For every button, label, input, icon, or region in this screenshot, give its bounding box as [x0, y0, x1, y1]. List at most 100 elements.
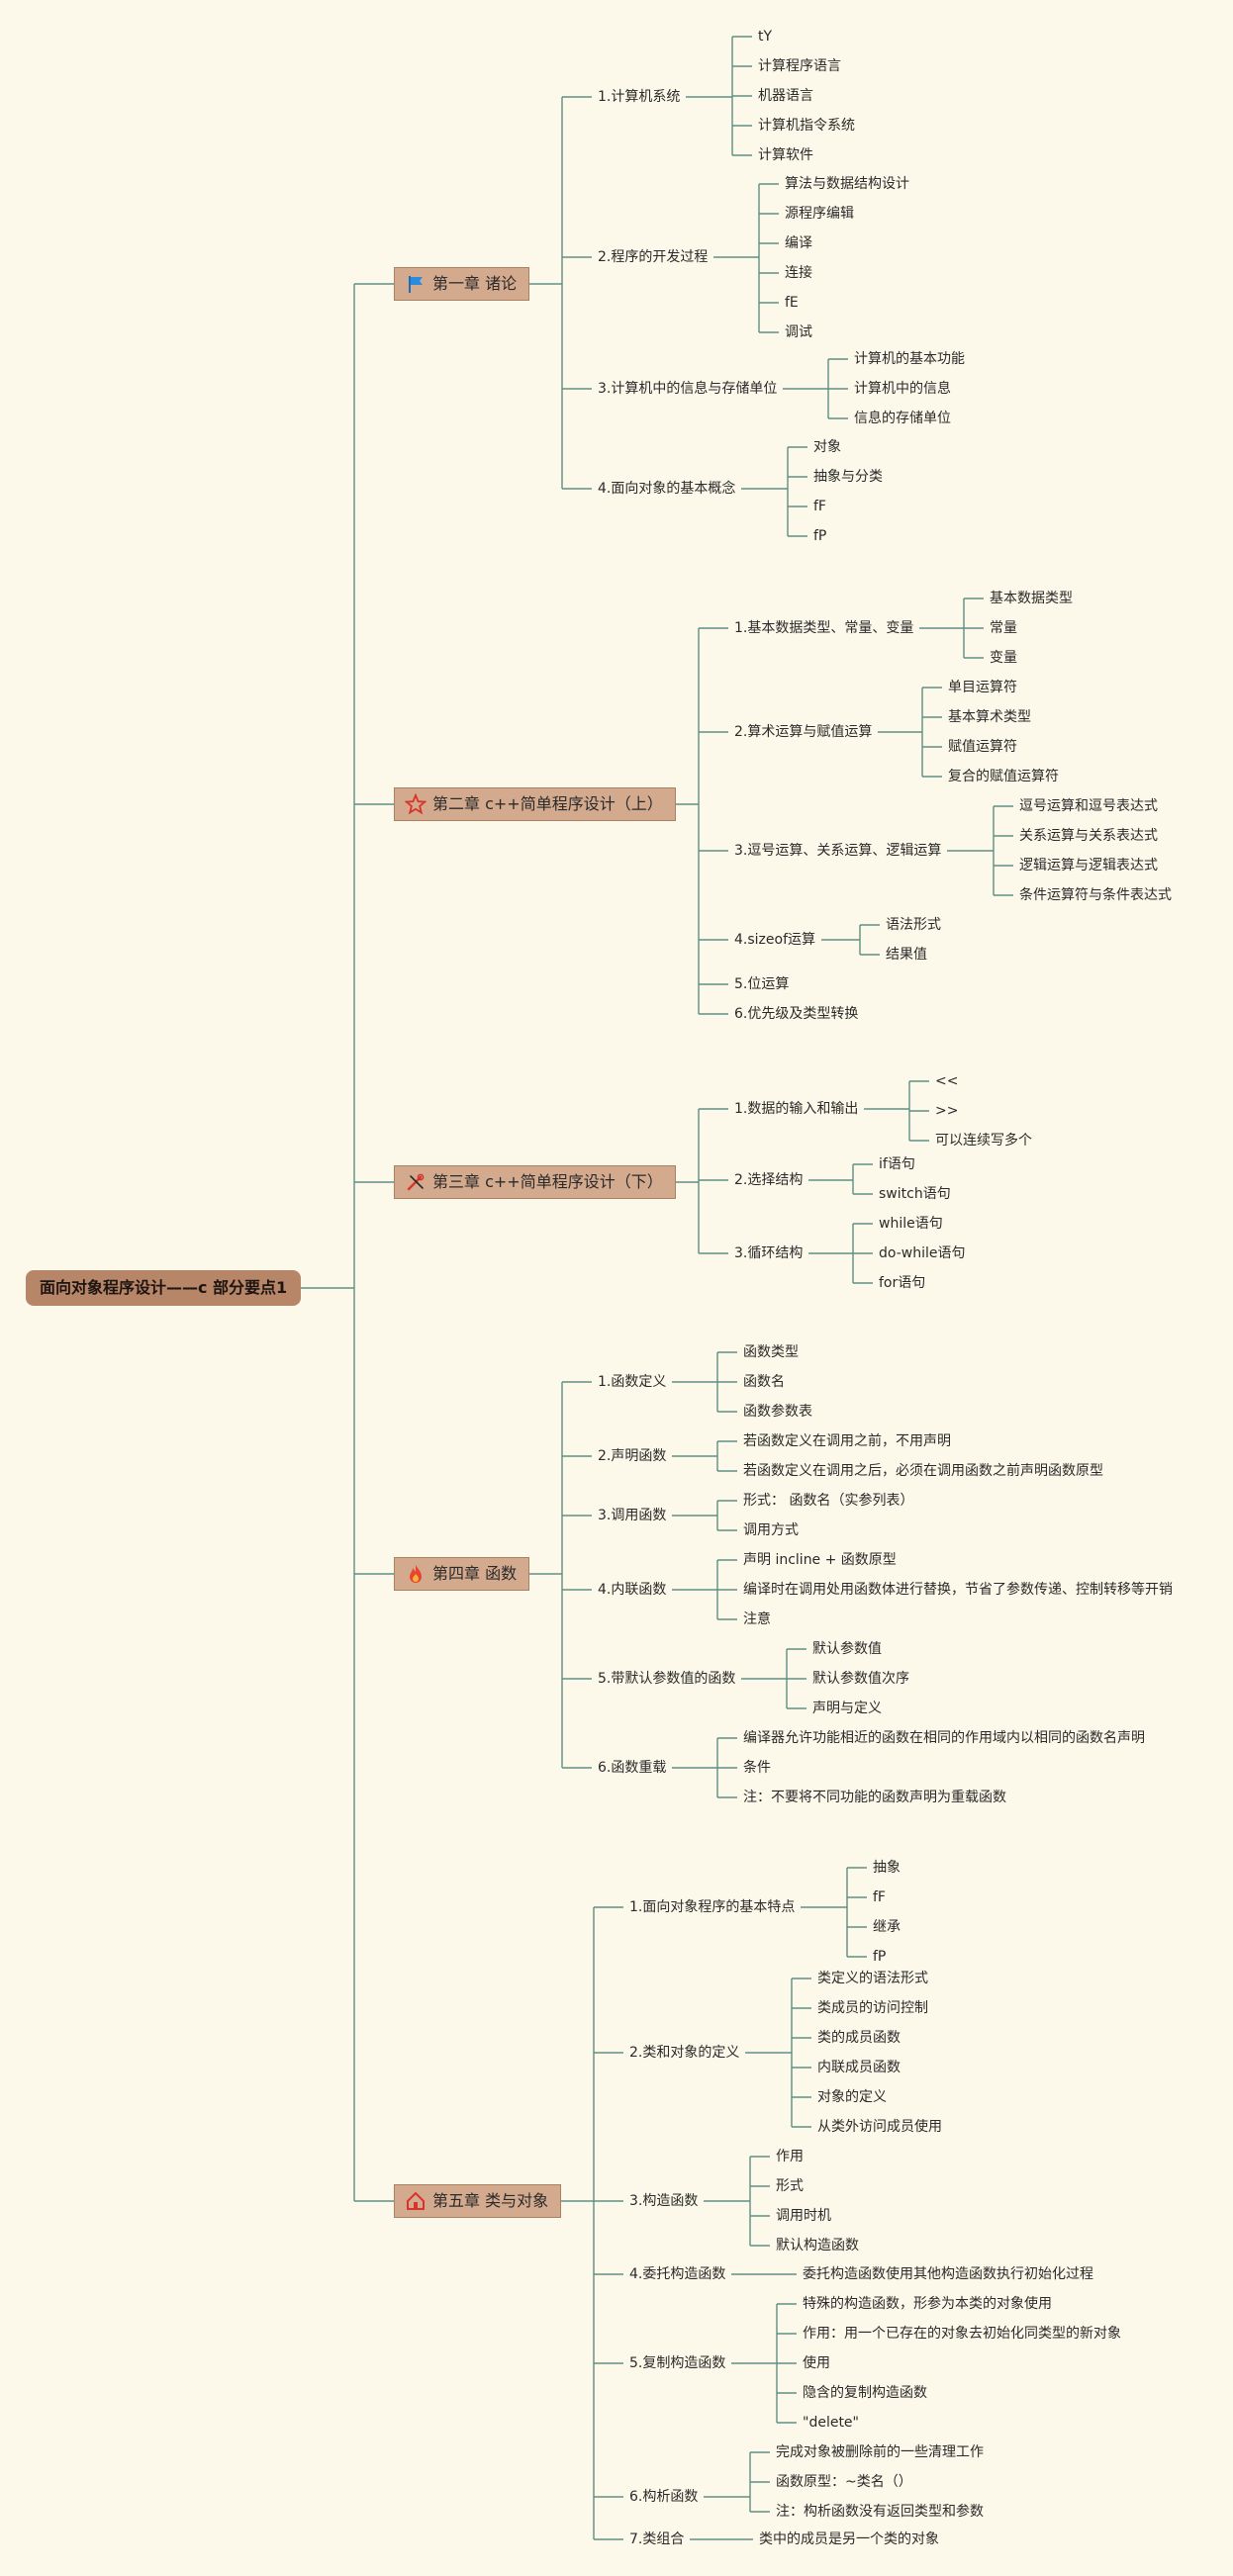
leaf-item: 赋值运算符	[948, 739, 1017, 755]
leaf-item: 作用	[776, 2149, 804, 2164]
branch-item[interactable]: 1.数据的输入和输出	[734, 1101, 859, 1117]
leaf-item: 默认参数值次序	[812, 1671, 909, 1687]
leaf-item: if语句	[879, 1156, 915, 1172]
leaf-item: 条件运算符与条件表达式	[1019, 887, 1172, 903]
leaf-item: "delete"	[803, 2415, 859, 2431]
branch-item[interactable]: 1.函数定义	[598, 1374, 667, 1390]
branch-item[interactable]: 2.声明函数	[598, 1448, 667, 1464]
leaf-item: 可以连续写多个	[935, 1133, 1032, 1149]
branch-item[interactable]: 7.类组合	[629, 2531, 685, 2547]
branch-item[interactable]: 1.基本数据类型、常量、变量	[734, 620, 914, 636]
leaf-item: 默认构造函数	[776, 2238, 859, 2254]
leaf-item: 源程序编辑	[785, 206, 854, 222]
leaf-item: 函数原型：~类名（）	[776, 2474, 912, 2490]
leaf-item: 基本数据类型	[990, 591, 1073, 606]
branch-item[interactable]: 4.内联函数	[598, 1582, 667, 1598]
leaf-item: tY	[758, 29, 773, 45]
leaf-item: 逗号运算和逗号表达式	[1019, 798, 1158, 814]
branch-item[interactable]: 2.程序的开发过程	[598, 249, 709, 265]
branch-item[interactable]: 1.面向对象程序的基本特点	[629, 1899, 796, 1915]
branch-item[interactable]: 3.调用函数	[598, 1508, 667, 1523]
chapter-1[interactable]: 第一章 诸论	[394, 267, 530, 301]
branch-item[interactable]: 3.构造函数	[629, 2193, 699, 2209]
leaf-item: 对象的定义	[817, 2089, 887, 2105]
leaf-item: 编译时在调用处用函数体进行替换，节省了参数传递、控制转移等开销	[743, 1582, 1173, 1598]
leaf-item: 机器语言	[758, 88, 813, 104]
leaf-item: 计算机指令系统	[758, 118, 855, 134]
leaf-item: 单目运算符	[948, 680, 1017, 695]
branch-item[interactable]: 2.选择结构	[734, 1172, 804, 1188]
leaf-item: 调用时机	[776, 2208, 831, 2224]
root-topic[interactable]: 面向对象程序设计——c 部分要点1	[26, 1270, 302, 1306]
leaf-item: 条件	[743, 1760, 771, 1776]
leaf-item: fF	[873, 1889, 886, 1905]
fire-icon	[405, 1563, 427, 1585]
leaf-item: 计算软件	[758, 147, 813, 163]
leaf-item: 委托构造函数使用其他构造函数执行初始化过程	[803, 2266, 1093, 2282]
leaf-item: 若函数定义在调用之前，不用声明	[743, 1433, 951, 1449]
leaf-item: 逻辑运算与逻辑表达式	[1019, 858, 1158, 874]
branch-item[interactable]: 5.带默认参数值的函数	[598, 1671, 736, 1687]
leaf-item: 计算机的基本功能	[854, 351, 965, 367]
leaf-item: 函数参数表	[743, 1404, 812, 1420]
home-icon	[405, 2190, 427, 2212]
leaf-item: fF	[813, 499, 826, 514]
chapter-label: 第四章 函数	[432, 1564, 518, 1583]
branch-item[interactable]: 3.循环结构	[734, 1245, 804, 1261]
branch-item[interactable]: 1.计算机系统	[598, 89, 681, 105]
star-icon	[404, 792, 427, 815]
branch-item[interactable]: 4.面向对象的基本概念	[598, 481, 736, 497]
leaf-item: 类成员的访问控制	[817, 2000, 928, 2016]
leaf-item: 抽象	[873, 1860, 901, 1876]
leaf-item: 注意	[743, 1611, 771, 1627]
leaf-item: fE	[785, 295, 799, 311]
chapter-2[interactable]: 第二章 c++简单程序设计（上）	[394, 787, 676, 821]
leaf-item: 内联成员函数	[817, 2060, 901, 2075]
chapter-4[interactable]: 第四章 函数	[394, 1557, 530, 1591]
leaf-item: 基本算术类型	[948, 709, 1031, 725]
chapter-label: 第一章 诸论	[432, 274, 518, 293]
leaf-item: do-while语句	[879, 1245, 966, 1261]
leaf-item: 编译	[785, 235, 812, 251]
branch-item[interactable]: 2.类和对象的定义	[629, 2045, 740, 2061]
branch-item[interactable]: 6.函数重载	[598, 1760, 667, 1776]
leaf-item: 结果值	[886, 947, 927, 963]
branch-item[interactable]: 3.逗号运算、关系运算、逻辑运算	[734, 843, 942, 859]
leaf-item: 函数名	[743, 1374, 785, 1390]
leaf-item: 对象	[813, 439, 841, 455]
leaf-item: 默认参数值	[812, 1641, 882, 1657]
branch-item[interactable]: 4.sizeof运算	[734, 932, 815, 948]
branch-item[interactable]: 6.构析函数	[629, 2489, 699, 2505]
leaf-item: 注：构析函数没有返回类型和参数	[776, 2504, 984, 2520]
branch-item[interactable]: 5.复制构造函数	[629, 2355, 726, 2371]
branch-item[interactable]: 2.算术运算与赋值运算	[734, 724, 873, 740]
flag-icon	[405, 273, 427, 295]
chapter-label: 第二章 c++简单程序设计（上）	[432, 794, 663, 813]
leaf-item: 常量	[990, 620, 1017, 636]
leaf-item: 注：不要将不同功能的函数声明为重载函数	[743, 1790, 1006, 1805]
leaf-item: 语法形式	[886, 917, 941, 933]
leaf-item: 形式	[776, 2178, 804, 2194]
leaf-item: 作用：用一个已存在的对象去初始化同类型的新对象	[803, 2326, 1121, 2342]
leaf-item: 算法与数据结构设计	[785, 176, 909, 192]
chapter-5[interactable]: 第五章 类与对象	[394, 2184, 562, 2218]
tools-icon	[405, 1171, 427, 1193]
leaf-item: 调试	[785, 324, 812, 340]
leaf-item: fP	[813, 528, 827, 544]
branch-item[interactable]: 4.委托构造函数	[629, 2266, 726, 2282]
leaf-item: 特殊的构造函数，形参为本类的对象使用	[803, 2296, 1052, 2312]
branch-item[interactable]: 5.位运算	[734, 976, 790, 992]
chapter-label: 第三章 c++简单程序设计（下）	[432, 1172, 663, 1191]
leaf-item: 连接	[785, 265, 812, 281]
chapter-3[interactable]: 第三章 c++简单程序设计（下）	[394, 1165, 676, 1199]
branch-item[interactable]: 6.优先级及类型转换	[734, 1006, 859, 1022]
leaf-item: 函数类型	[743, 1344, 799, 1360]
leaf-item: 使用	[803, 2355, 830, 2371]
leaf-item: for语句	[879, 1275, 926, 1291]
leaf-item: 变量	[990, 650, 1017, 666]
leaf-item: 类中的成员是另一个类的对象	[759, 2531, 939, 2547]
leaf-item: fP	[873, 1949, 887, 1965]
branch-item[interactable]: 3.计算机中的信息与存储单位	[598, 381, 778, 397]
leaf-item: 计算程序语言	[758, 58, 841, 74]
